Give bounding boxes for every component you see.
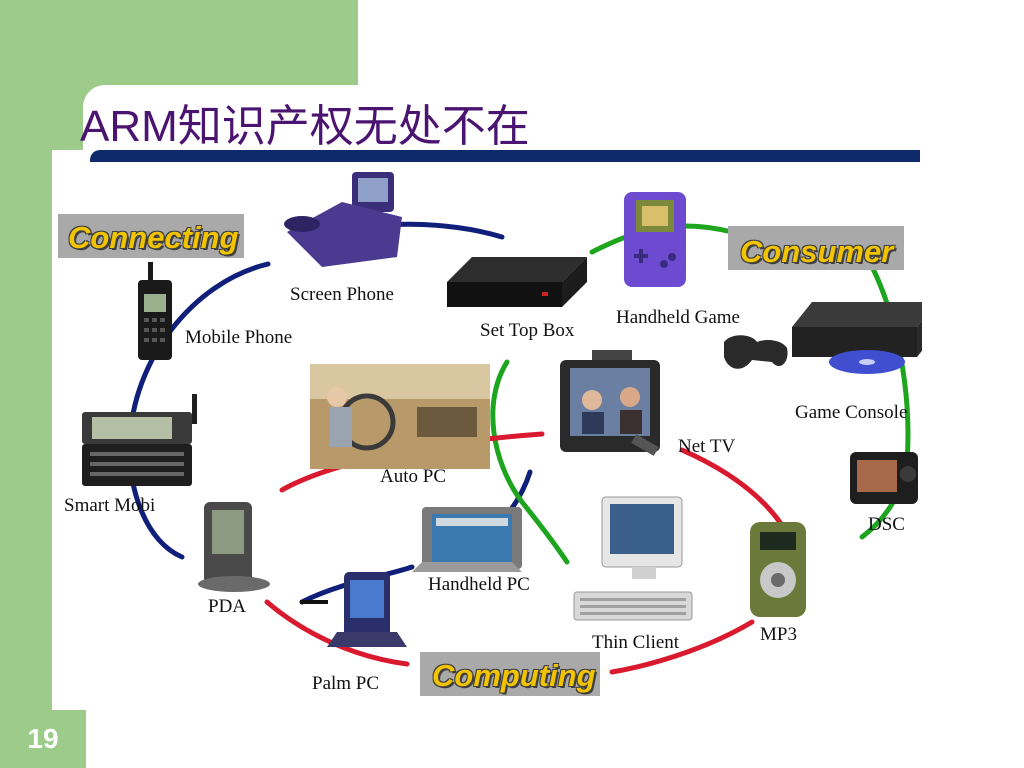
auto-pc-image [310, 364, 490, 469]
screen-phone-image [284, 172, 402, 267]
set-top-box-label: Set Top Box [480, 320, 575, 341]
smart-mobi-image [82, 394, 197, 486]
connecting-label-box [58, 214, 244, 258]
slide-title: ARM知识产权无处不在 [80, 102, 530, 151]
device-diagram: Connecting Consumer Computing Screen Pho… [52, 162, 922, 710]
pda-label: PDA [208, 596, 247, 617]
mp3-label: MP3 [760, 624, 797, 645]
connecting-label: Connecting [68, 220, 239, 255]
consumer-arc-inner [490, 359, 570, 565]
mobile-phone-label: Mobile Phone [185, 327, 293, 348]
computing-arc-bottom [609, 619, 755, 675]
handheld-pc-image [412, 507, 522, 572]
computing-arc-left [264, 599, 410, 667]
game-console-image [724, 302, 922, 374]
diagram-graphics [82, 172, 922, 675]
handheld-pc-label: Handheld PC [428, 574, 530, 595]
palm-pc-label: Palm PC [312, 673, 380, 694]
handheld-game-image [624, 192, 686, 287]
thin-client-image [573, 496, 693, 621]
dsc-image [850, 452, 918, 504]
smart-mobi-label: Smart Mobi [64, 495, 156, 516]
consumer-label: Consumer [740, 234, 894, 269]
title-underline [90, 150, 920, 162]
thin-client-label: Thin Client [592, 632, 680, 653]
computing-label: Computing [432, 658, 596, 693]
dsc-label: DSC [868, 514, 905, 535]
slide-number: 19 [0, 710, 86, 768]
set-top-box-image [447, 257, 587, 307]
screen-phone-label: Screen Phone [290, 284, 394, 305]
mp3-image [750, 522, 806, 617]
auto-pc-label: Auto PC [380, 466, 446, 487]
mobile-phone-image [138, 262, 172, 360]
consumer-label-box [728, 226, 904, 270]
left-accent-bar [0, 0, 52, 768]
pda-image [198, 502, 270, 592]
computing-label-box [420, 652, 600, 696]
game-console-label: Game Console [795, 402, 908, 423]
handheld-game-label: Handheld Game [616, 307, 740, 328]
palm-pc-image [300, 572, 407, 647]
net-tv-image [560, 350, 660, 456]
net-tv-label: Net TV [678, 436, 736, 457]
